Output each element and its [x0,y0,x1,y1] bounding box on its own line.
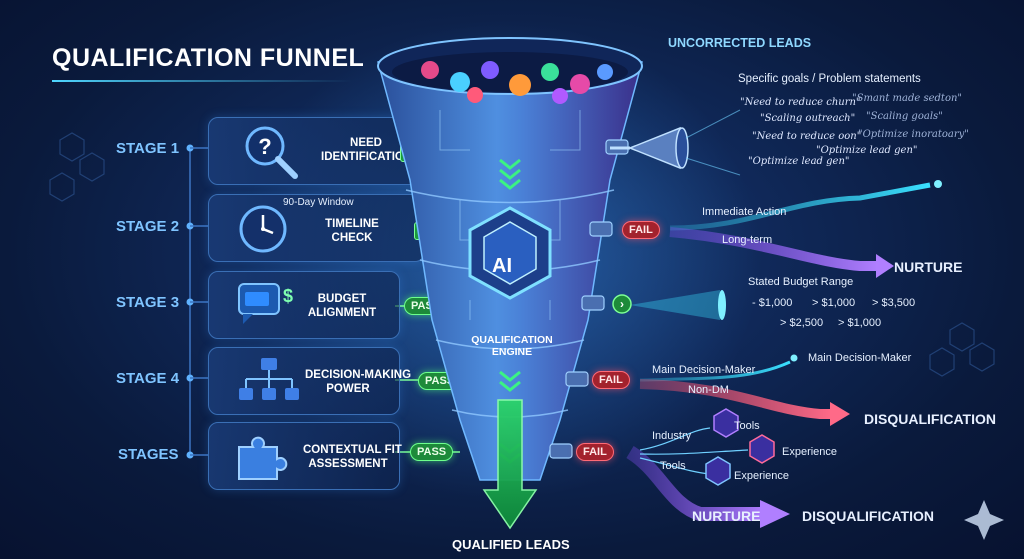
magnifier-question-icon: ? [245,126,298,179]
svg-text:?: ? [258,134,271,159]
budget-1: - $1,000 [752,297,793,309]
ai-label: AI [492,255,512,277]
stage-4-label: STAGE 4 [116,370,180,387]
budget-2: > $1,000 [812,297,856,309]
quote-4: "Scaling goals" [866,111,943,122]
quote-7: "Optimize lead gen" [816,145,918,156]
quote-8: "Optimize lead gen" [748,156,850,167]
timeline-window-note: 90-Day Window [283,197,354,208]
disqualification-outcome-1: DISQUALIFICATION [864,411,996,427]
quote-6: "Optimize inoratoary" [858,129,969,140]
stage-2-fail-badge: FAIL [622,221,660,239]
quote-5: "Need to reduce oon" [752,131,862,142]
nurture-outcome-2: NURTURE [692,508,761,524]
main-dm-label-2: Main Decision-Maker [808,352,912,364]
qualified-leads-label: QUALIFIED LEADS [452,537,570,552]
non-dm-label: Non-DM [688,384,729,396]
payment-chat-icon: $ [238,283,293,324]
stage-1-label: STAGE 1 [116,140,180,157]
lead-avatars [421,61,613,104]
experience-label-1: Experience [782,446,838,458]
disqualification-outcome-2: DISQUALIFICATION [802,508,934,524]
tools-label-2: Tools [660,460,686,472]
uncorrected-leads-label: UNCORRECTED LEADS [668,36,812,50]
clock-icon [239,205,287,253]
long-term-label: Long-term [722,234,773,246]
experience-label-2: Experience [734,470,790,482]
nurture-outcome-1: NURTURE [894,259,963,275]
sparkle-icon [964,500,1004,540]
stage-3-label: STAGE 3 [116,294,180,311]
quote-3: "Scaling outreach" [760,113,856,124]
stage-5-fail-badge: FAIL [576,443,614,461]
budget-4: > $2,500 [780,317,824,329]
budget-3: > $3,500 [872,297,916,309]
stage-4-fail-badge: FAIL [592,371,630,389]
stage-2-label: STAGE 2 [116,218,180,235]
budget-heading: Stated Budget Range [748,276,854,288]
svg-text:›: › [620,297,624,311]
megaphone-icon [610,109,741,176]
puzzle-icon [238,436,288,480]
main-dm-label-1: Main Decision-Maker [652,364,756,376]
right-flows: › [610,109,1004,540]
quote-1: "Need to reduce churn" [740,97,861,108]
stage-5-label: STAGES [118,446,179,463]
quote-2: "Smant made sedton" [852,93,963,104]
industry-label: Industry [652,430,692,442]
tools-label-1: Tools [734,420,760,432]
immediate-action-label: Immediate Action [702,206,787,218]
context-hex-icons [705,408,775,486]
svg-text:$: $ [283,286,293,306]
page-title: QUALIFICATION FUNNEL [52,44,365,72]
stage-5-pass-badge: PASS [410,443,454,461]
goals-heading: Specific goals / Problem statements [738,73,921,85]
budget-5: > $1,000 [838,317,882,329]
org-chart-icon [239,358,299,400]
funnel-graphic [377,37,643,530]
title-underline [52,80,352,82]
